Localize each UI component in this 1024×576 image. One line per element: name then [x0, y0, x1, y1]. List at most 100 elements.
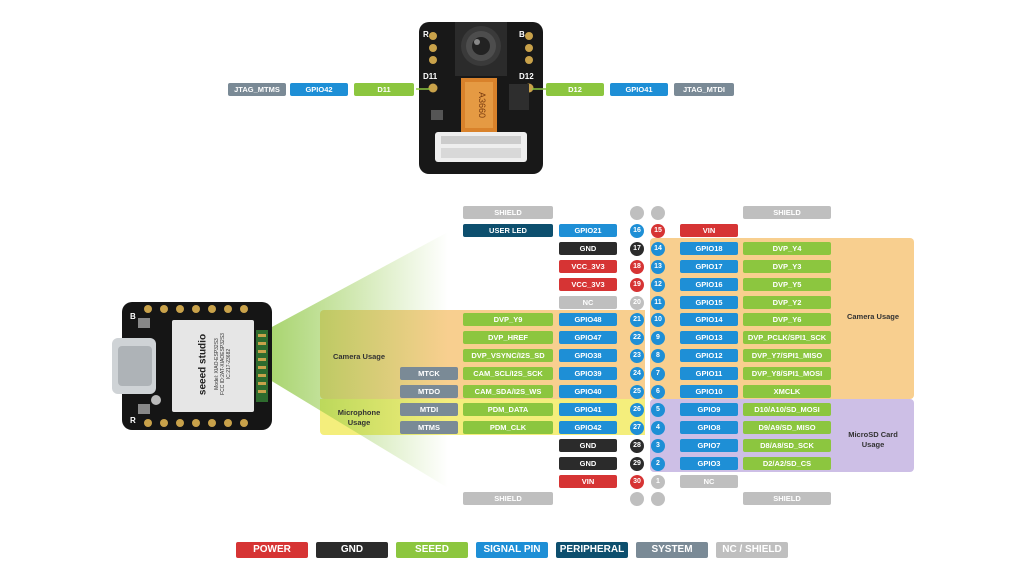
right-pin-label-gpio7: GPIO7 [680, 439, 738, 452]
camera-right-label-jtag-mtdi: JTAG_MTDI [674, 83, 734, 96]
right-pin-label-gpio15: GPIO15 [680, 296, 738, 309]
left-pin-label-shield: SHIELD [463, 492, 553, 505]
left-pin-label-gnd: GND [559, 439, 617, 452]
camera-left-label-gpio42: GPIO42 [290, 83, 348, 96]
left-pin-shield [630, 205, 644, 220]
right-pin-label-d10-a10-sd-mosi: D10/A10/SD_MOSI [743, 403, 831, 416]
left-pin-28: 28 [630, 438, 644, 453]
left-pin-22: 22 [630, 330, 644, 345]
right-pin-9: 9 [651, 330, 665, 345]
right-pin-6: 6 [651, 384, 665, 399]
right-pin-label-gpio18: GPIO18 [680, 242, 738, 255]
left-pin-label-nc: NC [559, 296, 617, 309]
microphone-usage-label: Microphone Usage [337, 408, 381, 427]
right-pin-label-gpio16: GPIO16 [680, 278, 738, 291]
left-pin-label-pdm-data: PDM_DATA [463, 403, 553, 416]
right-pin-shield [651, 205, 665, 220]
left-pin-26: 26 [630, 402, 644, 417]
camera-usage-label-left: Camera Usage [332, 352, 386, 361]
right-pin-label-vin: VIN [680, 224, 738, 237]
right-pin-label-gpio3: GPIO3 [680, 457, 738, 470]
right-pin-label-d8-a8-sd-sck: D8/A8/SD_SCK [743, 439, 831, 452]
legend-gnd: GND [316, 542, 388, 558]
left-pin-19: 19 [630, 277, 644, 292]
right-pin-label-gpio14: GPIO14 [680, 313, 738, 326]
left-pin-label-cam-scl-i2s-sck: CAM_SCL/I2S_SCK [463, 367, 553, 380]
left-pin-label-gpio39: GPIO39 [559, 367, 617, 380]
xiao-esp32s3-board: B R seeed studio Model: XIAO-ESP32S3 FCC… [112, 302, 272, 430]
left-pin-21: 21 [630, 312, 644, 327]
microsd-usage-label: MicroSD Card Usage [848, 430, 898, 449]
camera-board-pad-d12: D12 [519, 72, 534, 81]
legend-seeed-usage: SEEED USAGE [396, 542, 468, 571]
left-pin-16: 16 [630, 223, 644, 238]
left-pin-label-vcc-3v3: VCC_3V3 [559, 260, 617, 273]
left-pin-label-user-led: USER LED [463, 224, 553, 237]
camera-left-label-jtag-mtms: JTAG_MTMS [228, 83, 286, 96]
left-pin-label-mtdi: MTDI [400, 403, 458, 416]
camera-right-label-gpio41: GPIO41 [610, 83, 668, 96]
right-pin-label-dvp-y3: DVP_Y3 [743, 260, 831, 273]
right-pin-label-gpio9: GPIO9 [680, 403, 738, 416]
left-pin-label-gpio40: GPIO40 [559, 385, 617, 398]
legend-signal-pin: SIGNAL PIN [476, 542, 548, 558]
right-pin-label-gpio12: GPIO12 [680, 349, 738, 362]
xiao-board-brand: seeed studio [197, 333, 209, 396]
xiao-board-corner-r: R [130, 416, 136, 425]
right-pin-label-shield: SHIELD [743, 492, 831, 505]
left-pin-label-cam-sda-i2s-ws: CAM_SDA/I2S_WS [463, 385, 553, 398]
left-pin-label-mtck: MTCK [400, 367, 458, 380]
left-pin-17: 17 [630, 241, 644, 256]
right-pin-label-xmclk: XMCLK [743, 385, 831, 398]
right-pin-label-gpio8: GPIO8 [680, 421, 738, 434]
left-pin-18: 18 [630, 259, 644, 274]
left-pin-25: 25 [630, 384, 644, 399]
left-pin-label-vcc-3v3: VCC_3V3 [559, 278, 617, 291]
left-pin-label-gpio47: GPIO47 [559, 331, 617, 344]
left-pin-30: 30 [630, 474, 644, 489]
camera-right-label-d12: D12 [546, 83, 604, 96]
right-pin-4: 4 [651, 420, 665, 435]
left-pin-label-gpio42: GPIO42 [559, 421, 617, 434]
right-pin-12: 12 [651, 277, 665, 292]
left-pin-24: 24 [630, 366, 644, 381]
right-pin-label-d9-a9-sd-miso: D9/A9/SD_MISO [743, 421, 831, 434]
camera-usage-label-right: Camera Usage [846, 312, 900, 321]
right-pin-13: 13 [651, 259, 665, 274]
right-pin-label-dvp-y5: DVP_Y5 [743, 278, 831, 291]
legend-nc-shield: NC / SHIELD [716, 542, 788, 558]
camera-board-graphic [419, 22, 543, 174]
right-pin-1: 1 [651, 474, 665, 489]
left-pin-label-pdm-clk: PDM_CLK [463, 421, 553, 434]
left-pin-label-gpio21: GPIO21 [559, 224, 617, 237]
camera-board-corner-b: B [519, 30, 525, 39]
left-pin-label-gnd: GND [559, 242, 617, 255]
right-pin-label-gpio11: GPIO11 [680, 367, 738, 380]
xiao-board-ic: IC:217-23682 [226, 348, 232, 380]
left-pin-label-gpio38: GPIO38 [559, 349, 617, 362]
right-pin-label-gpio17: GPIO17 [680, 260, 738, 273]
left-pin-label-dvp-vsync-i2s-sd: DVP_VSYNC/I2S_SD [463, 349, 553, 362]
left-pin-label-gpio48: GPIO48 [559, 313, 617, 326]
camera-board: R B D11 D12 A3660 [419, 22, 543, 174]
xiao-board-corner-b: B [130, 312, 136, 321]
left-pin-label-shield: SHIELD [463, 206, 553, 219]
right-pin-label-gpio13: GPIO13 [680, 331, 738, 344]
left-pin-label-gpio41: GPIO41 [559, 403, 617, 416]
right-pin-label-gpio10: GPIO10 [680, 385, 738, 398]
right-pin-label-nc: NC [680, 475, 738, 488]
right-pin-14: 14 [651, 241, 665, 256]
right-pin-label-dvp-y4: DVP_Y4 [743, 242, 831, 255]
right-pin-label-dvp-y8-spi1-mosi: DVP_Y8/SPI1_MOSI [743, 367, 831, 380]
left-pin-label-dvp-href: DVP_HREF [463, 331, 553, 344]
camera-board-corner-r: R [423, 30, 429, 39]
right-pin-15: 15 [651, 223, 665, 238]
left-pin-label-vin: VIN [559, 475, 617, 488]
legend-power: POWER [236, 542, 308, 558]
right-pin-label-d2-a2-sd-cs: D2/A2/SD_CS [743, 457, 831, 470]
right-pin-label-shield: SHIELD [743, 206, 831, 219]
right-pin-3: 3 [651, 438, 665, 453]
left-pin-label-mtms: MTMS [400, 421, 458, 434]
xiao-board-graphic [112, 302, 272, 430]
